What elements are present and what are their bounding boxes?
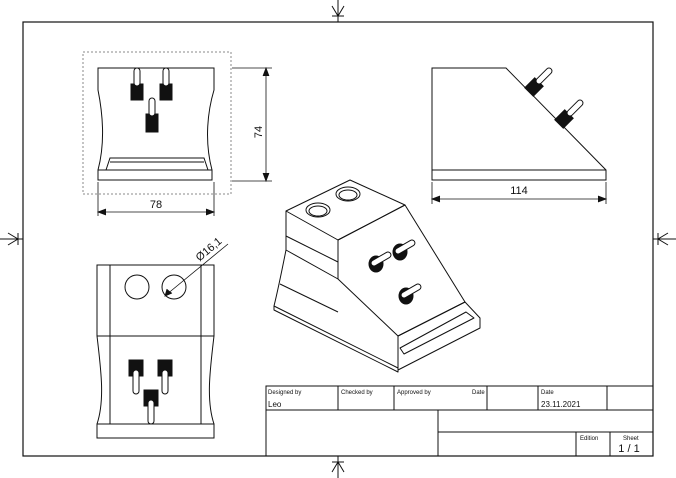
dimension-hole-diameter xyxy=(164,243,229,297)
title-block xyxy=(265,385,654,457)
iso-switch-1 xyxy=(368,251,392,273)
front-switch-3 xyxy=(145,97,159,133)
approval-date-label: Date xyxy=(472,390,485,396)
designed-by-value: Leo xyxy=(268,400,282,409)
top-switch-2 xyxy=(157,359,173,395)
sheet-label: Sheet xyxy=(623,436,639,442)
dim-78-label: 78 xyxy=(150,199,162,211)
isometric-view xyxy=(273,179,481,373)
iso-switch-2 xyxy=(392,239,416,261)
top-switch-1 xyxy=(128,359,144,395)
designed-by-label: Designed by xyxy=(268,390,301,396)
checked-by-label: Checked by xyxy=(341,390,373,396)
sheet-value: 1 / 1 xyxy=(618,443,639,455)
front-view xyxy=(82,51,232,195)
top-switch-3 xyxy=(143,389,159,425)
dim-74-label: 74 xyxy=(253,126,265,138)
edition-label: Edition xyxy=(580,436,598,442)
approved-by-label: Approved by xyxy=(397,390,431,396)
date-value: 23.11.2021 xyxy=(541,400,581,409)
front-switch-1 xyxy=(130,67,144,101)
side-view xyxy=(431,67,607,181)
side-switch-2 xyxy=(554,99,584,129)
dimension-front-height xyxy=(232,66,272,183)
dimension-front-width xyxy=(96,182,216,216)
side-switch-1 xyxy=(524,67,553,97)
dim-114-label: 114 xyxy=(510,185,528,197)
top-view xyxy=(96,264,215,439)
front-switch-2 xyxy=(159,67,173,101)
iso-switch-3 xyxy=(398,283,422,305)
dimension-side-length xyxy=(430,182,608,204)
date-label: Date xyxy=(541,390,554,396)
